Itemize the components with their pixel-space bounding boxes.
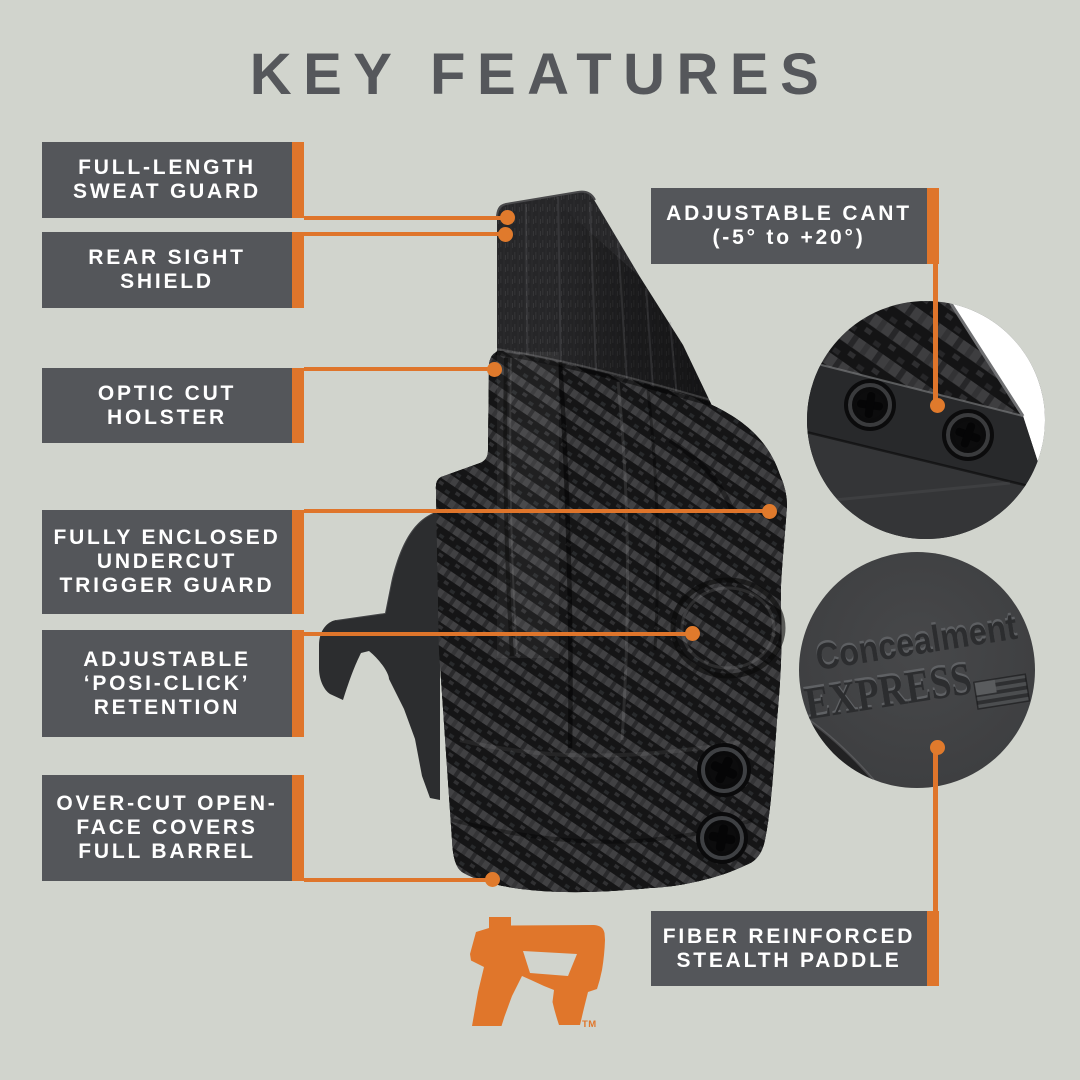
svg-text:TM: TM xyxy=(582,1019,597,1030)
